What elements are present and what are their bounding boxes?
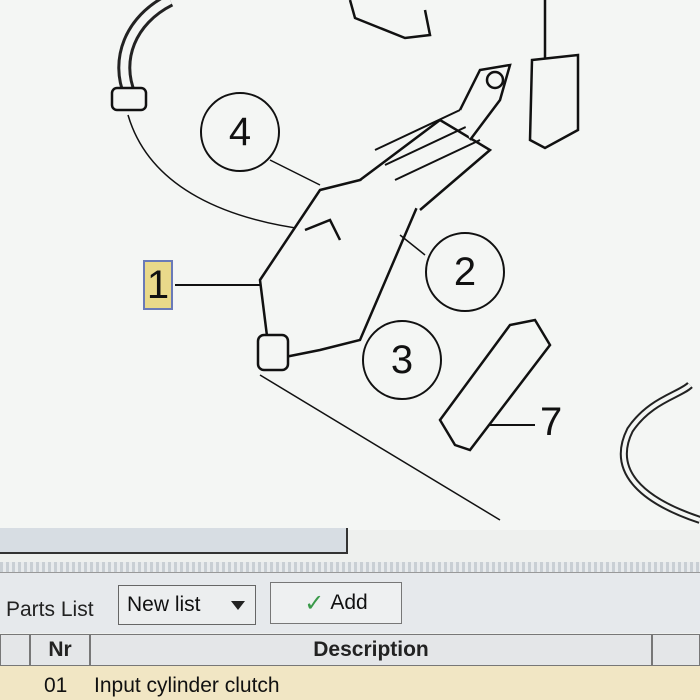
horizontal-scrollbar[interactable]: [0, 528, 348, 554]
column-header-description[interactable]: Description: [90, 634, 652, 666]
row-selector-header: [0, 634, 30, 666]
callout-3[interactable]: 3: [362, 320, 442, 400]
selected-part-label-1[interactable]: 1: [143, 260, 173, 310]
parts-list-label: Parts List: [6, 598, 94, 621]
column-header-extra[interactable]: [652, 634, 700, 666]
table-row[interactable]: [0, 666, 700, 700]
parts-list-select[interactable]: New list: [118, 585, 256, 625]
part-label-7[interactable]: 7: [540, 400, 563, 444]
callout-2[interactable]: 2: [425, 232, 505, 312]
checkmark-icon: ✓: [304, 589, 325, 617]
pane-splitter[interactable]: [0, 562, 700, 573]
callout-4[interactable]: 4: [200, 92, 280, 172]
row-nr: 01: [44, 674, 68, 697]
chevron-down-icon: [231, 601, 245, 610]
add-button[interactable]: ✓ Add: [270, 582, 402, 624]
diagram-drawing: [110, 0, 700, 524]
column-header-nr[interactable]: Nr: [30, 634, 90, 666]
add-button-label: Add: [330, 591, 368, 614]
parts-list-select-value: New list: [127, 593, 201, 616]
parts-diagram[interactable]: 4 2 3 1 7: [0, 0, 700, 530]
row-description: Input cylinder clutch: [94, 674, 280, 697]
